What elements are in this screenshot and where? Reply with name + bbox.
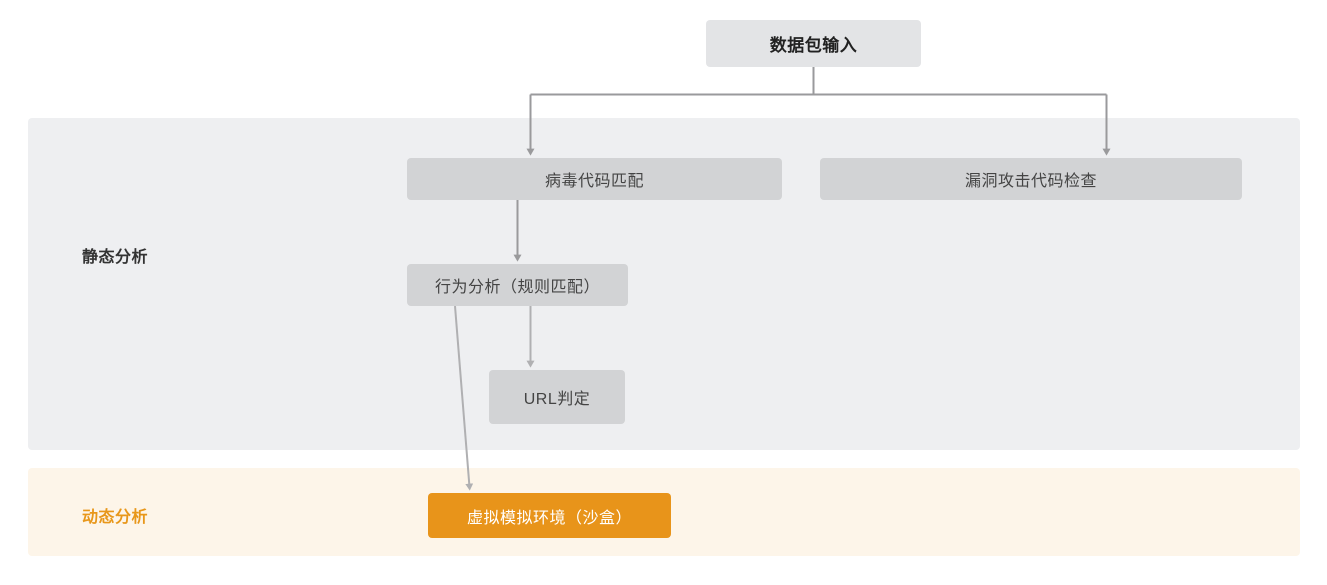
node-behavior-analysis[interactable]: 行为分析（规则匹配） bbox=[407, 264, 628, 306]
node-packet-input[interactable]: 数据包输入 bbox=[706, 20, 921, 67]
section-label-dynamic: 动态分析 bbox=[82, 509, 149, 526]
node-vulnerability-attack-code-check[interactable]: 漏洞攻击代码检查 bbox=[820, 158, 1242, 200]
node-virtual-sandbox[interactable]: 虚拟模拟环境（沙盒） bbox=[428, 493, 671, 538]
section-label-static: 静态分析 bbox=[82, 249, 149, 266]
node-virus-code-match[interactable]: 病毒代码匹配 bbox=[407, 158, 782, 200]
node-url-determination[interactable]: URL判定 bbox=[489, 370, 625, 424]
